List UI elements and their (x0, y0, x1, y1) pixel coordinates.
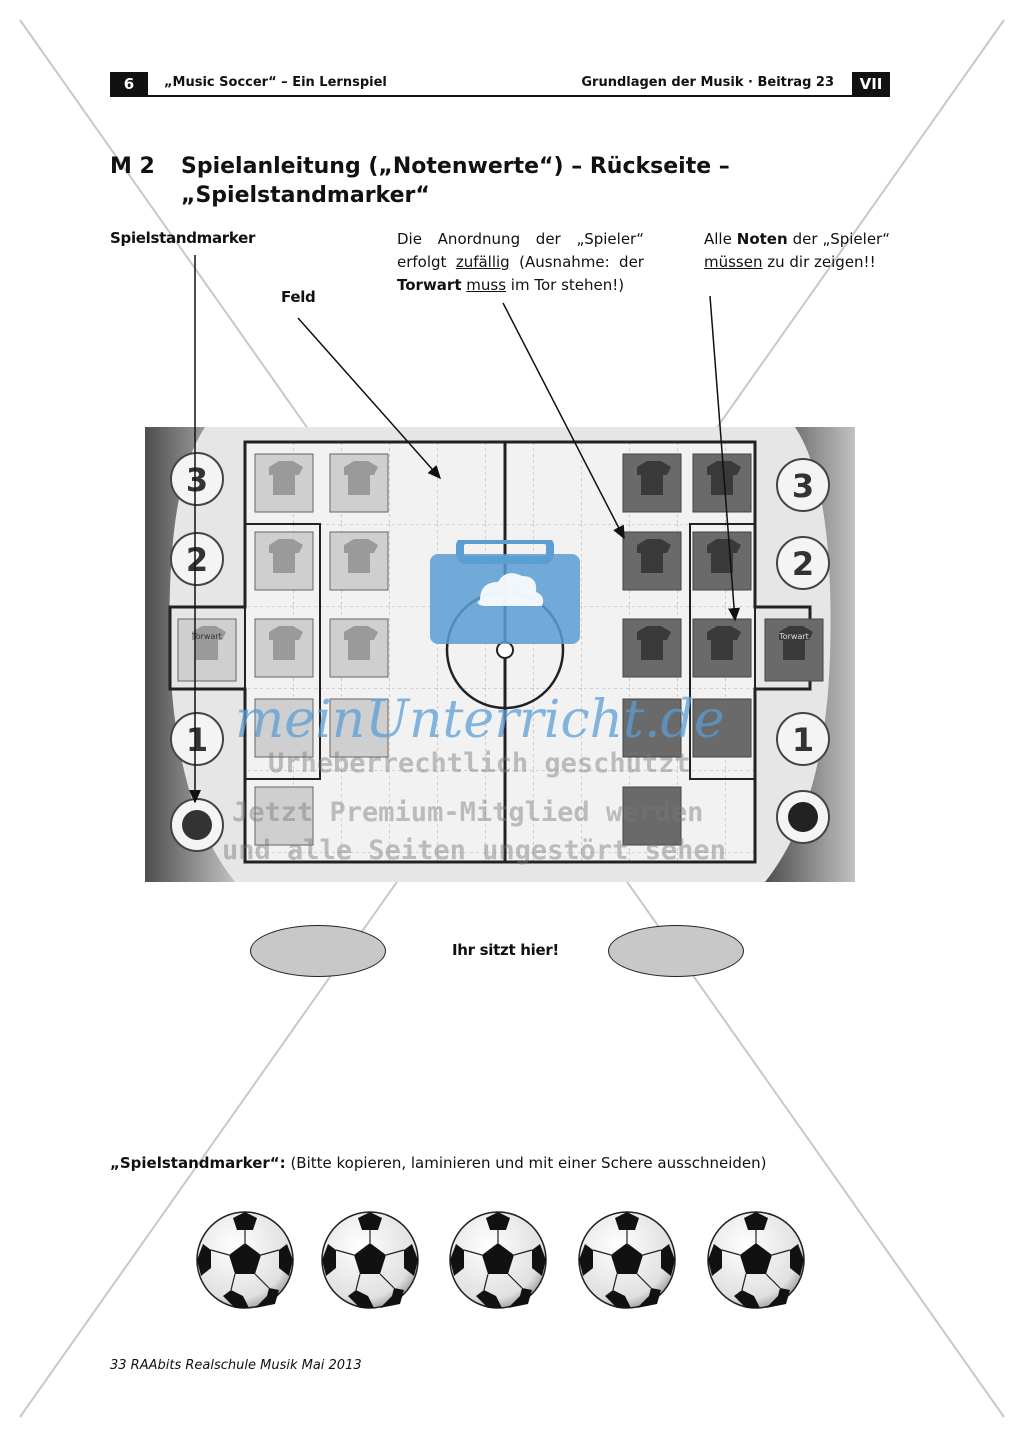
soccer-balls-row (196, 1211, 805, 1309)
goalie-label-left: Torwart (191, 632, 222, 641)
soccer-ball-icon (707, 1211, 805, 1309)
field-photo: 3 2 1 3 2 1 Torwart Torwart (145, 427, 855, 882)
soccer-ball-icon (196, 1211, 294, 1309)
text-noten: Alle Noten der „Spieler“ müssen zu dir z… (704, 230, 890, 271)
instruction-text: (Bitte kopieren, laminieren und mit eine… (290, 1154, 767, 1172)
section-badge: VII (852, 72, 890, 96)
watermark-line3: und alle Seiten ungestört sehen (222, 835, 726, 866)
score-left-2: 2 (186, 541, 208, 579)
footer-source: 33 RAAbits Realschule Musik Mai 2013 (110, 1358, 362, 1373)
header-left-title: „Music Soccer“ – Ein Lernspiel (164, 75, 387, 90)
text-anordnung: Die Anordnung der „Spieler“ erfolgt zufä… (397, 230, 644, 294)
score-right-2: 2 (792, 545, 814, 583)
label-ihr-sitzt-hier: Ihr sitzt hier! (452, 941, 559, 959)
header-right-title: Grundlagen der Musik · Beitrag 23 (581, 75, 834, 90)
watermark-line2: Jetzt Premium-Mitglied werden (232, 797, 704, 828)
score-left-1: 1 (186, 721, 208, 759)
seat-left-ellipse (250, 925, 386, 977)
soccer-ball-icon (449, 1211, 547, 1309)
page-title-line2: „Spielstandmarker“ (181, 183, 430, 208)
seat-right-ellipse (608, 925, 744, 977)
instruction-label: „Spielstandmarker“: (110, 1154, 286, 1172)
watermark-line1: Urheberrechtlich geschützt (268, 748, 691, 779)
instruction-line: „Spielstandmarker“: (Bitte kopieren, lam… (110, 1154, 766, 1172)
field-drawing: 3 2 1 3 2 1 Torwart Torwart (145, 427, 855, 882)
watermark-brand: meinUnterricht.de (235, 690, 725, 750)
goalie-label-right: Torwart (778, 632, 809, 641)
label-feld: Feld (281, 288, 316, 306)
soccer-ball-icon (578, 1211, 676, 1309)
score-right-1: 1 (792, 721, 814, 759)
briefcase-icon (430, 540, 580, 644)
soccer-ball-icon (321, 1211, 419, 1309)
page-title-line1: Spielanleitung („Notenwerte“) – Rückseit… (181, 154, 730, 179)
page-number: 6 (110, 72, 148, 96)
label-spielstandmarker: Spielstandmarker (110, 229, 256, 247)
score-left-3: 3 (186, 461, 208, 499)
score-right-3: 3 (792, 467, 814, 505)
title-prefix: M 2 (110, 154, 155, 179)
header-rule (110, 95, 890, 97)
